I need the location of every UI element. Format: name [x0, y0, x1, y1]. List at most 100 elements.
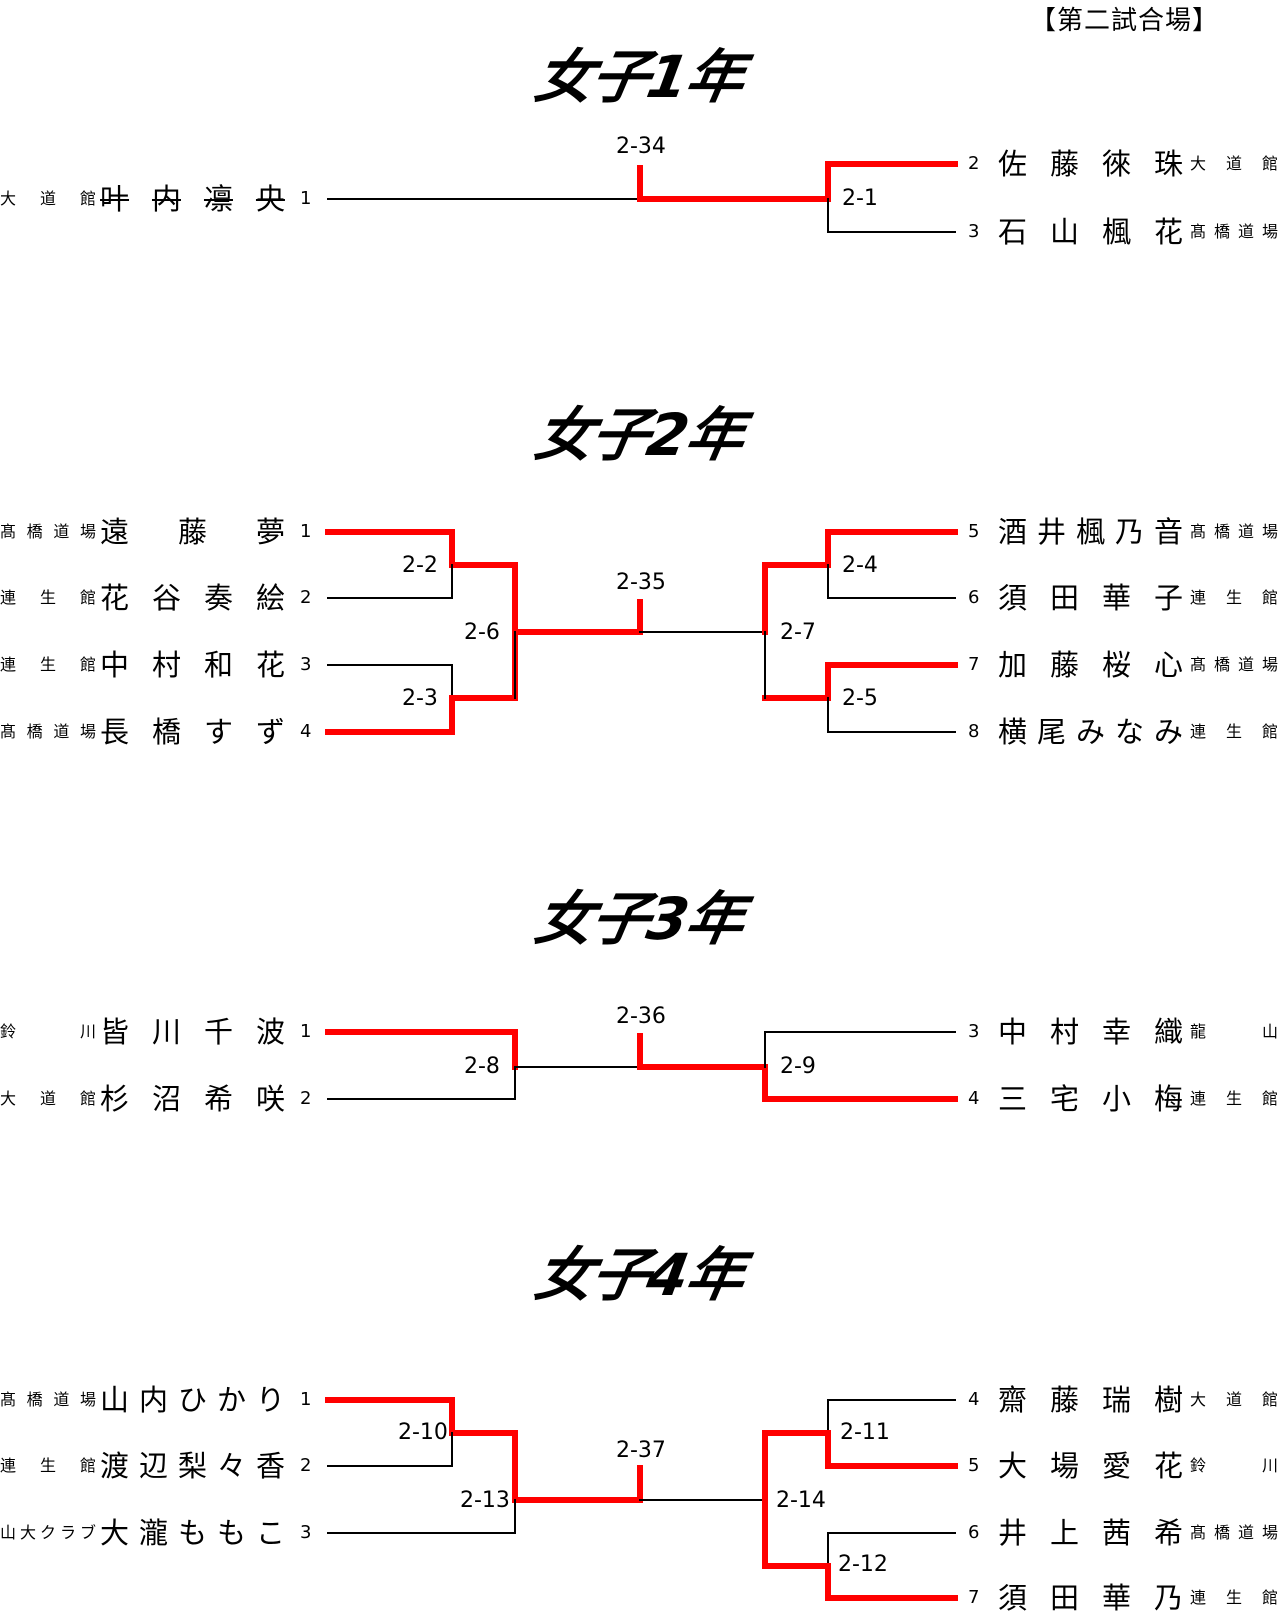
- match-label: 2-5: [842, 686, 878, 711]
- match-label: 2-8: [464, 1054, 500, 1079]
- char: 生: [1225, 1089, 1242, 1108]
- char: 長: [100, 715, 130, 749]
- char: 花: [1153, 1449, 1183, 1483]
- char: 瀧: [138, 1516, 168, 1550]
- seed-number: 7: [968, 1587, 980, 1608]
- player-name: 叶内凛央: [100, 182, 285, 216]
- char: 遠: [100, 515, 130, 549]
- char: 大: [100, 1516, 130, 1550]
- char: み: [1153, 715, 1183, 749]
- char: 千: [203, 1015, 233, 1049]
- player-name: 三宅小梅: [998, 1082, 1183, 1116]
- player-name: 大瀧ももこ: [100, 1516, 285, 1550]
- seed-number: 5: [968, 521, 980, 542]
- char: 連: [0, 588, 17, 607]
- club-name: 髙橋道場: [0, 515, 96, 549]
- player-name: 須田華子: [998, 581, 1183, 615]
- player-name: 加藤桜心: [998, 648, 1183, 682]
- char: 桜: [1101, 648, 1131, 682]
- char: も: [216, 1516, 246, 1550]
- match-label: 2-36: [616, 1004, 666, 1029]
- player-name: 遠藤夢: [100, 515, 285, 549]
- char: 楓: [1101, 215, 1131, 249]
- char: 小: [1101, 1082, 1131, 1116]
- char: 内: [138, 1383, 168, 1417]
- char: 髙: [1190, 222, 1207, 241]
- club-name: 連生館: [1190, 581, 1278, 615]
- char: 橋: [1213, 655, 1230, 674]
- match-label: 2-14: [776, 1488, 826, 1513]
- match-label: 2-11: [840, 1420, 890, 1445]
- char: 宅: [1049, 1082, 1079, 1116]
- char: ラ: [59, 1523, 76, 1542]
- char: 館: [79, 1089, 96, 1108]
- seed-number: 6: [968, 1522, 980, 1543]
- player-name: 佐藤徠珠: [998, 147, 1183, 181]
- char: 波: [255, 1015, 285, 1049]
- seed-number: 7: [968, 654, 980, 675]
- match-label: 2-10: [398, 1420, 448, 1445]
- seed-number: 1: [300, 521, 312, 542]
- char: 場: [79, 1390, 96, 1409]
- char: 山: [1049, 215, 1079, 249]
- char: 茜: [1101, 1516, 1131, 1550]
- char: 生: [1225, 722, 1242, 741]
- match-label: 2-35: [616, 570, 666, 595]
- char: 辺: [138, 1449, 168, 1483]
- club-name: 髙橋道場: [1190, 515, 1278, 549]
- char: 徠: [1101, 147, 1131, 181]
- char: 大: [0, 1089, 17, 1108]
- club-name: 大道館: [1190, 147, 1278, 181]
- g2-line-r6: [827, 564, 956, 599]
- player-name: 須田華乃: [998, 1581, 1183, 1615]
- seed-number: 2: [968, 153, 980, 174]
- char: 龍: [1190, 1022, 1207, 1041]
- char: 和: [203, 648, 233, 682]
- char: ブ: [79, 1523, 96, 1542]
- char: 川: [151, 1015, 181, 1049]
- char: 尾: [1036, 715, 1066, 749]
- char: 三: [998, 1082, 1028, 1116]
- match-label: 2-3: [402, 686, 438, 711]
- match-label: 2-2: [402, 553, 438, 578]
- seed-number: 2: [300, 1088, 312, 1109]
- char: 橋: [26, 722, 43, 741]
- match-label: 2-13: [460, 1488, 510, 1513]
- club-name: 連生館: [0, 1449, 96, 1483]
- g2-red-r7: [762, 662, 958, 701]
- club-name: 山大クラブ: [0, 1516, 96, 1550]
- g4-red-r7: [762, 1497, 958, 1601]
- entry-right: 6 井上茜希髙橋道場: [0, 1516, 1280, 1550]
- char: 大: [998, 1449, 1028, 1483]
- club-name: 髙橋道場: [1190, 1516, 1278, 1550]
- char: 橋: [1213, 522, 1230, 541]
- char: か: [216, 1383, 246, 1417]
- match-label: 2-4: [842, 553, 878, 578]
- player-name: 杉沼希咲: [100, 1082, 285, 1116]
- g3-line-l2: [327, 1066, 641, 1100]
- char: 連: [1190, 722, 1207, 741]
- player-name: 渡辺梨々香: [100, 1449, 285, 1483]
- char: 連: [1190, 1089, 1207, 1108]
- char: 奏: [203, 581, 233, 615]
- player-name: 井上茜希: [998, 1516, 1183, 1550]
- char: 叶: [100, 182, 130, 216]
- club-name: 髙橋道場: [0, 715, 96, 749]
- char: 凛: [203, 182, 233, 216]
- g4-line-r4: [827, 1399, 956, 1434]
- player-name: 酒井楓乃音: [998, 515, 1183, 549]
- char: ず: [255, 715, 285, 749]
- char: 谷: [151, 581, 181, 615]
- club-name: 連生館: [0, 648, 96, 682]
- match-label: 2-6: [464, 620, 500, 645]
- char: 井: [998, 1516, 1028, 1550]
- char: 楓: [1075, 515, 1105, 549]
